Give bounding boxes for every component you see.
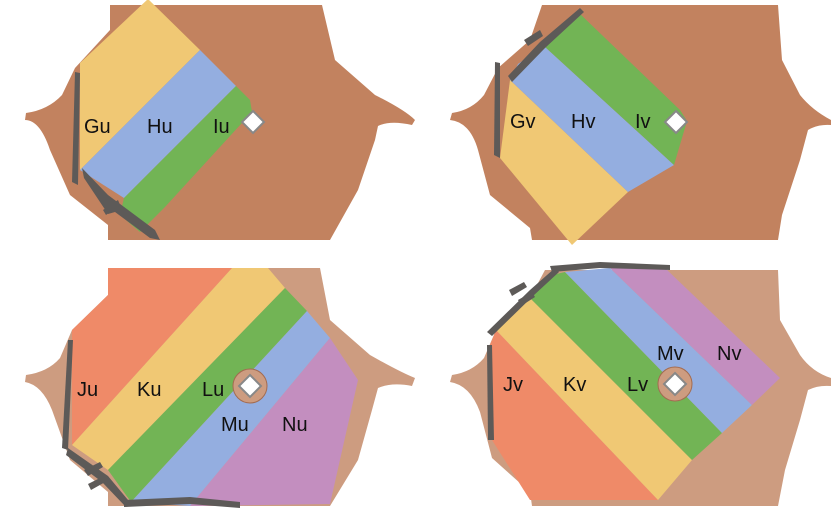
hinge-tab	[518, 292, 535, 306]
hinge-tab	[494, 62, 500, 158]
strip-M	[565, 268, 752, 433]
hinge-tab	[84, 462, 103, 476]
strip-H	[510, 46, 674, 192]
panel-bottom-left: Ju Ku Lu Mu Nu	[25, 268, 415, 508]
strip-label-M: Mv	[657, 343, 684, 365]
strip-N	[610, 268, 780, 405]
hinge-tab	[66, 448, 128, 505]
hinge-tab	[509, 282, 527, 296]
strip-H	[80, 50, 236, 198]
strip-label-I: Iu	[213, 116, 230, 138]
strip-N	[190, 338, 358, 506]
strip-label-G: Gu	[84, 116, 111, 138]
strip-I	[120, 86, 252, 232]
pivot-diamond	[662, 371, 688, 397]
hinge-tab	[103, 200, 120, 215]
hinge-tab	[88, 476, 107, 490]
strip-label-N: Nv	[717, 343, 741, 365]
panel-top-right: Gv Hv Iv	[450, 5, 831, 245]
strip-L	[530, 272, 722, 460]
hinge-tab	[62, 340, 73, 450]
strip-label-H: Hv	[571, 111, 595, 133]
strip-label-J: Jv	[503, 374, 523, 396]
strip-K	[496, 298, 692, 500]
strip-label-G: Gv	[510, 111, 536, 133]
strip-label-M: Mu	[221, 414, 249, 436]
strip-label-I: Iv	[635, 111, 651, 133]
strip-label-J: Ju	[77, 379, 98, 401]
pivot-diamond	[240, 109, 266, 135]
hinge-tab	[550, 262, 670, 272]
strip-G	[80, 0, 200, 170]
strip-label-L: Lv	[627, 374, 648, 396]
hinge-tab	[524, 30, 543, 46]
hinge-tab	[508, 8, 584, 82]
strip-K	[72, 268, 285, 470]
strip-M	[131, 311, 330, 506]
hinge-tab	[72, 72, 80, 185]
strip-label-K: Kv	[563, 374, 586, 396]
hinge-tab	[124, 497, 240, 508]
panel-top-left: Gu Hu Iu	[25, 0, 415, 240]
strip-I	[544, 12, 687, 165]
pivot-diamond	[663, 109, 689, 135]
strip-L	[108, 288, 307, 502]
strip-label-L: Lu	[202, 379, 224, 401]
strip-label-H: Hu	[147, 116, 173, 138]
strip-G	[500, 80, 628, 245]
strip-J	[490, 330, 658, 500]
strip-label-K: Ku	[137, 379, 161, 401]
pivot-diamond	[237, 373, 263, 399]
hinge-tab	[487, 345, 494, 440]
strip-label-N: Nu	[282, 414, 308, 436]
panel-bottom-right: Jv Kv Lv Mv Nv	[450, 262, 831, 506]
hinge-tab	[82, 168, 160, 240]
